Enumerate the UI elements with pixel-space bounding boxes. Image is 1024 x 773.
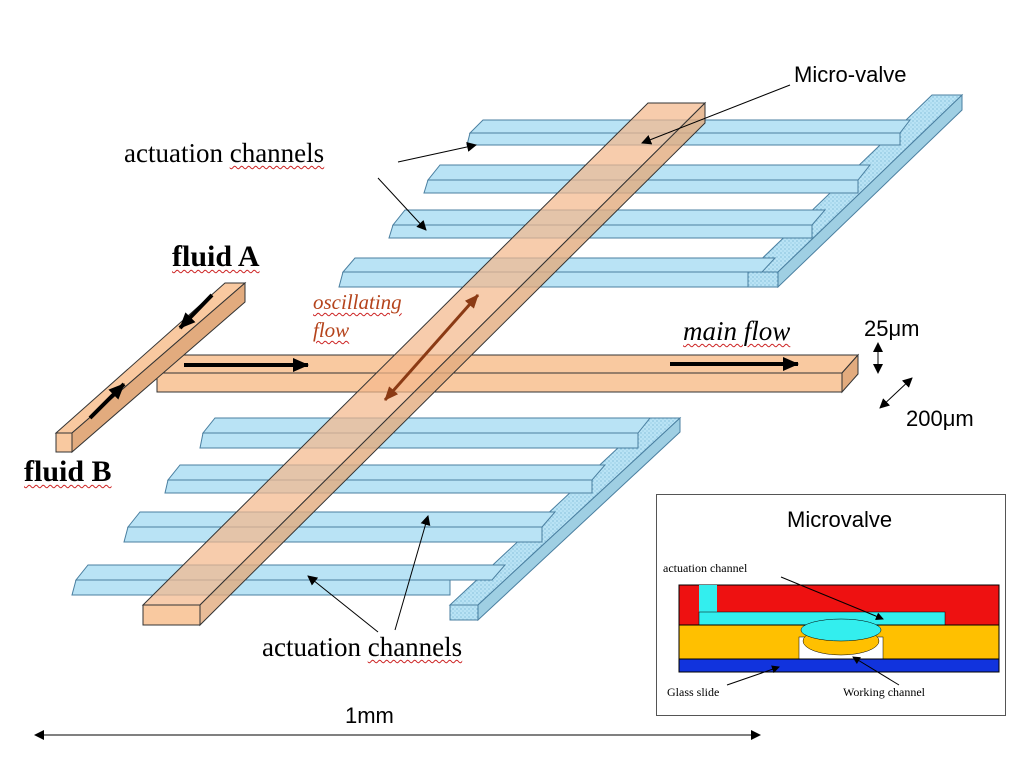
fluid-a-arrow xyxy=(178,293,214,330)
inset-working-channel-label: Working channel xyxy=(843,685,926,699)
width-dimension-label: 200μm xyxy=(906,406,974,431)
oscillating-flow-arrow xyxy=(383,294,480,401)
inlet-channel xyxy=(54,281,247,454)
inset-actuation-channel-label: actuation channel xyxy=(663,561,748,575)
height-dimension-label: 25μm xyxy=(864,316,920,341)
micro-valve-label: Micro-valve xyxy=(794,62,907,87)
width-dimension-arrow xyxy=(879,377,913,409)
actuation-leader-2 xyxy=(377,177,427,231)
actuation-leader-1 xyxy=(397,142,477,163)
actuation-channels-bottom-label: actuation channels xyxy=(262,632,463,662)
fluid-b-arrow xyxy=(88,382,126,420)
inset-glass-slide-label: Glass slide xyxy=(667,685,720,699)
inset-title: Microvalve xyxy=(787,507,893,532)
valve-bulge xyxy=(800,618,882,642)
actuation-inlet xyxy=(699,585,717,615)
micro-valve-leader xyxy=(641,84,791,145)
main-channel xyxy=(155,353,860,394)
actuation-leader-4 xyxy=(307,575,379,633)
cross-section-drawing xyxy=(678,576,1000,686)
lower-actuation-channels xyxy=(71,416,682,622)
oscillating-label: oscillating xyxy=(313,290,402,314)
glass-slide-layer xyxy=(678,658,1000,673)
microvalve-inset: Microvalve actuation channel Glass slide… xyxy=(656,494,1006,716)
main-flow-label: main flow xyxy=(683,316,791,346)
flow-label: flow xyxy=(313,318,350,342)
fluid-b-label: fluid B xyxy=(24,455,112,488)
length-dimension-label: 1mm xyxy=(345,703,394,728)
fluid-a-label: fluid A xyxy=(172,240,260,273)
actuation-channels-top-label: actuation channels xyxy=(124,138,325,168)
actuation-leader-3 xyxy=(394,515,431,631)
